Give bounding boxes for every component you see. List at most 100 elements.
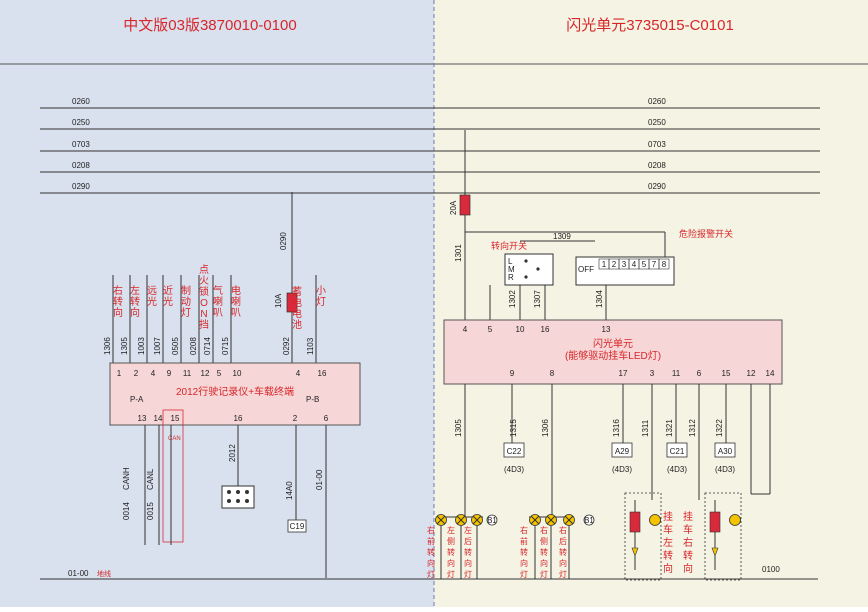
- lamp-label: 左侧转向灯: [447, 525, 455, 579]
- bus-label-right: 0703: [648, 140, 666, 149]
- pin-number: 12: [201, 369, 210, 378]
- ground-wire-label: 01-00: [315, 469, 324, 490]
- hazard-off-label: OFF: [578, 265, 594, 274]
- output-wire: 1312: [688, 419, 697, 437]
- wire-code: 1306: [103, 337, 112, 355]
- ground-left-code: 01-00: [68, 569, 89, 578]
- wire-code: 0208: [189, 337, 198, 355]
- fuse-20a-label: 20A: [449, 200, 458, 215]
- can-code-b: 0015: [146, 502, 155, 520]
- emergency-switch: [221, 485, 255, 509]
- connector-label: C22: [507, 447, 522, 456]
- pin-number: 11: [672, 369, 681, 378]
- switch-contact: [524, 259, 528, 263]
- output-wire: 1316: [612, 419, 621, 437]
- pin-number: 17: [619, 369, 628, 378]
- pin-number: 8: [550, 369, 555, 378]
- b1-label: B1: [487, 516, 497, 525]
- output-wire: 1315: [509, 419, 518, 437]
- bus-label-right: 0250: [648, 118, 666, 127]
- signal-label: 气喇叭: [213, 284, 223, 319]
- left-panel-bg: [0, 0, 434, 607]
- bus-label-right: 0290: [648, 182, 666, 191]
- turn-wire-a: 1302: [508, 290, 517, 308]
- trailer-resistor: [629, 511, 641, 533]
- b1-label: B1: [584, 516, 594, 525]
- bus-label-left: 0703: [72, 140, 90, 149]
- ground-right-code: 0100: [762, 565, 780, 574]
- wire: [436, 515, 446, 525]
- hazard-wire: 1304: [595, 290, 604, 308]
- can-code-a: 0014: [122, 502, 131, 520]
- wire-code: 0715: [221, 337, 230, 355]
- trailer-box: [704, 492, 742, 581]
- output-wire: 1322: [715, 419, 724, 437]
- connector-pb: P-B: [306, 395, 319, 404]
- pin-number: 10: [516, 325, 525, 334]
- turn-switch: [504, 253, 554, 286]
- b1-connector-icon: [583, 514, 595, 526]
- left-module: 10A 0290 1306右转向1305左转向1003远光1007近光0505制…: [103, 192, 361, 578]
- feed-wire-1301: 1301: [454, 244, 463, 262]
- connector-label: A30: [718, 447, 733, 456]
- speed-connector-label: C19: [290, 522, 305, 531]
- switch-wire-1309: 1309: [553, 232, 571, 241]
- signal-label: 电喇叭: [231, 284, 241, 319]
- wire-code: 1103: [306, 337, 315, 355]
- pin-number: 3: [650, 369, 655, 378]
- connector-pa: P-A: [130, 395, 144, 404]
- hazard-pin-number: 1: [602, 260, 607, 269]
- bus-label-left: 0260: [72, 97, 90, 106]
- wire: [530, 515, 540, 525]
- connector-sub: (4D3): [504, 465, 524, 474]
- bus-label-right: 0260: [648, 97, 666, 106]
- hazard-pin-number: 5: [642, 260, 647, 269]
- wire: [472, 515, 482, 525]
- lamp-label: 右侧转向灯: [540, 525, 548, 579]
- pin-number: 16: [541, 325, 550, 334]
- recorder-module-box: [109, 362, 361, 426]
- speed-wire: 14A0: [285, 481, 294, 500]
- output-wire: 1311: [641, 419, 650, 437]
- pin-number: 4: [463, 325, 468, 334]
- signal-label: 左转向: [130, 284, 140, 319]
- recorder-module-title: 2012行驶记录仪+车载终端: [176, 385, 294, 398]
- lamp-label: 右后转向灯: [559, 525, 567, 579]
- trailer-lamp-icon: [729, 514, 741, 526]
- pin-number: 13: [138, 414, 147, 423]
- shield-note-can: CAN: [168, 436, 181, 442]
- pin-number: 6: [697, 369, 702, 378]
- lamp-label: 右前转向灯: [427, 525, 435, 579]
- connector-box: [666, 442, 688, 458]
- pin-number: 9: [510, 369, 515, 378]
- canl-label: CANL: [146, 468, 155, 490]
- bus-label-left: 0208: [72, 161, 90, 170]
- hazard-pin-number: 2: [612, 260, 617, 269]
- connector-box: [611, 442, 633, 458]
- pin-number: 16: [318, 369, 327, 378]
- emergency-wire: 2012: [228, 444, 237, 462]
- flasher-title: 闪光单元: [593, 337, 633, 350]
- hazard-pin-number: 3: [622, 260, 627, 269]
- pin-number: 12: [747, 369, 756, 378]
- signal-label: 近光: [163, 284, 173, 308]
- bus-label-left: 0290: [72, 182, 90, 191]
- hazard-switch: [575, 256, 675, 286]
- left-header: 中文版03版3870010-0100: [123, 17, 296, 34]
- connector-sub: (4D3): [667, 465, 687, 474]
- pin-number: 16: [234, 414, 243, 423]
- wire-code: 1003: [137, 337, 146, 355]
- hazard-pin-box: [658, 258, 670, 270]
- fuse-10a: [286, 292, 298, 313]
- lamp-label: 右前转向灯: [520, 525, 528, 579]
- speed-connector: [287, 519, 307, 533]
- pin-number: 15: [171, 414, 180, 423]
- signal-label: 小灯: [316, 285, 326, 308]
- fuse-20a: [459, 194, 471, 216]
- trailer-label: 挂车左转向: [663, 510, 673, 575]
- signal-label: 右转向: [113, 284, 123, 319]
- trailer-label: 挂车右转向: [683, 510, 693, 575]
